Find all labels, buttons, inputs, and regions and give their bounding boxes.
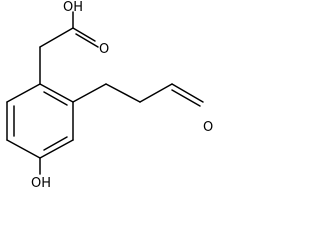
bond-ch2-to-carboxyl [39, 27, 74, 48]
carbonyl-double-bond [72, 27, 96, 42]
carboxyl-hydroxyl-label: OH [63, 0, 83, 15]
benzene-ring [6, 83, 74, 159]
oxopropyl-chain: O [72, 83, 213, 135]
carboxyl-oxygen-label: O [99, 42, 109, 57]
phenol-hydroxyl-label: OH [31, 176, 51, 191]
chemical-structure-diagram: OH O O OH [6, 0, 213, 191]
chain-bond [105, 83, 141, 103]
ring-bond [39, 139, 74, 159]
aldehyde-double-bond [171, 89, 201, 107]
ring-bond [39, 83, 74, 103]
chain-bond [139, 83, 173, 103]
ring-bond [6, 83, 41, 103]
acetic-acid-group: OH O [39, 0, 109, 85]
chain-bond [171, 83, 204, 103]
carbonyl-double-bond [75, 33, 99, 48]
bond-ring-to-chain [72, 83, 107, 103]
phenol-group: OH [31, 157, 51, 191]
ring-bond [6, 139, 41, 159]
aldehyde-oxygen-label: O [203, 120, 213, 135]
ring-double-bond [43, 136, 68, 151]
ring-double-bond [43, 91, 68, 106]
